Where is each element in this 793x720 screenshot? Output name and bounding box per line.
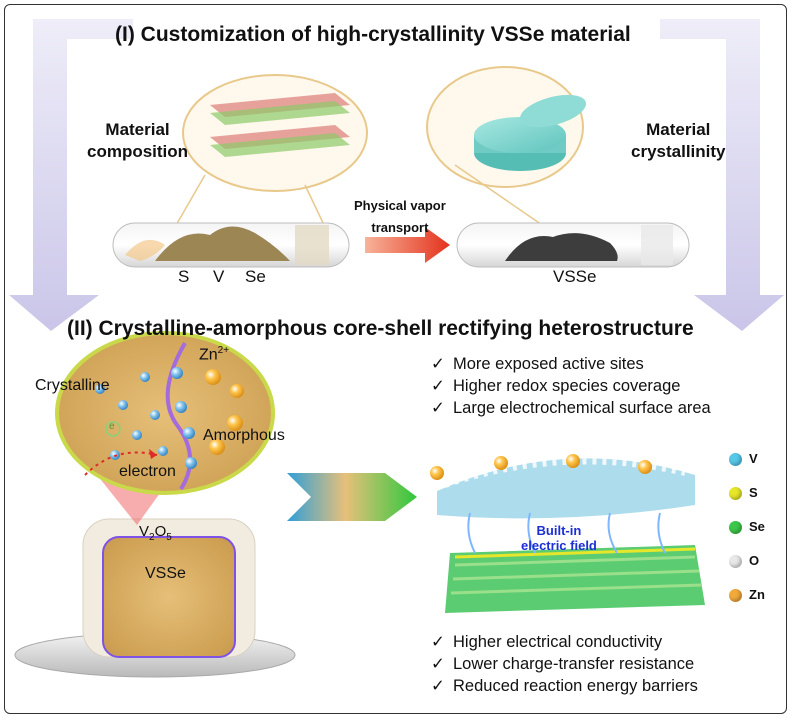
layered-crystal-structure (210, 93, 350, 157)
check-text: More exposed active sites (453, 355, 644, 373)
field-line1: Built-in (536, 523, 582, 538)
left-flow-arrow (9, 19, 133, 331)
check-text: Reduced reaction energy barriers (453, 677, 698, 695)
check-text: Higher redox species coverage (453, 377, 681, 395)
check-text: Large electrochemical surface area (453, 399, 711, 417)
legend-label-o: O (749, 553, 760, 568)
core-block (102, 536, 236, 658)
check-icon: ✓ (431, 633, 445, 651)
se-atom-icon (729, 521, 742, 534)
o-atom-icon (729, 555, 742, 568)
right-label-line2: crystallinity (631, 142, 726, 161)
figure-frame: (I) Customization of high-crystallinity … (4, 4, 787, 714)
check-text: Lower charge-transfer resistance (453, 655, 695, 673)
check-icon: ✓ (431, 355, 445, 373)
tube-label-se: Se (245, 267, 266, 286)
material-crystallinity-label: Material crystallinity (631, 119, 726, 163)
tube-label-v: V (213, 267, 225, 286)
left-label-line2: composition (87, 142, 189, 161)
surface-zn (430, 454, 652, 480)
zn-atom-icon (729, 589, 742, 602)
built-in-field-label: Built-in electric field (521, 523, 597, 553)
tube-label-s: S (178, 267, 190, 286)
amorphous-layer (437, 458, 695, 519)
v2o5-v: V (139, 523, 150, 540)
right-flow-arrow (660, 19, 784, 331)
top-checklist: ✓ More exposed active sites ✓ Higher redox… (431, 353, 711, 419)
zn-ion-label: Zn2+ (199, 345, 229, 364)
tube-label-vsse: VSSe (553, 267, 597, 286)
product-tube (456, 222, 690, 268)
reactant-tube (112, 222, 350, 268)
electron-symbol: e (109, 421, 115, 432)
electron-label: electron (119, 463, 176, 480)
check-icon: ✓ (431, 677, 445, 695)
field-lines (467, 512, 666, 554)
transition-arrow (287, 473, 417, 521)
check-item: ✓ More exposed active sites (431, 353, 711, 375)
amorphous-label: Amorphous (203, 427, 285, 444)
zn-ions (205, 369, 244, 455)
v2o5-sub1: 2 (149, 532, 155, 543)
check-icon: ✓ (431, 377, 445, 395)
electron-path (84, 451, 158, 476)
right-label-line1: Material (646, 120, 711, 139)
legend-label-se: Se (749, 519, 765, 534)
check-item: ✓ Reduced reaction energy barriers (431, 675, 698, 697)
check-item: ✓ Large electrochemical surface area (431, 397, 711, 419)
left-label-line1: Material (105, 120, 170, 139)
tablet-crystals (474, 94, 587, 171)
s-atom-icon (729, 487, 742, 500)
check-icon: ✓ (431, 399, 445, 417)
check-item: ✓ Lower charge-transfer resistance (431, 653, 698, 675)
crystalline-label: Crystalline (35, 377, 110, 394)
crystalline-atoms (95, 367, 197, 469)
transport-arrow (365, 227, 450, 263)
v2o5-o: O (154, 523, 167, 540)
figure-graphics (9, 19, 784, 678)
vsse-core-label: VSSe (145, 565, 186, 582)
material-composition-label: Material composition (87, 119, 188, 163)
check-icon: ✓ (431, 655, 445, 673)
v-atom-icon (729, 453, 742, 466)
legend-label-zn: Zn (749, 587, 765, 602)
pvt-label-line2: transport (371, 220, 429, 235)
check-text: Higher electrical conductivity (453, 633, 663, 651)
bottom-checklist: ✓ Higher electrical conductivity ✓ Lower c… (431, 631, 698, 697)
check-item: ✓ Higher redox species coverage (431, 375, 711, 397)
legend-label-s: S (749, 485, 758, 500)
pvt-label: Physical vapor transport (354, 195, 446, 239)
section-2-title: (II) Crystalline-amorphous core-shell re… (67, 317, 694, 340)
legend-label-v: V (749, 451, 758, 466)
pvt-label-line1: Physical vapor (354, 198, 446, 213)
zn-charge: 2+ (217, 345, 230, 356)
zn-text: Zn (199, 346, 218, 364)
v2o5-shell-label: V2O5 (139, 523, 172, 543)
check-item: ✓ Higher electrical conductivity (431, 631, 698, 653)
v2o5-sub2: 5 (166, 532, 172, 543)
section-1-title: (I) Customization of high-crystallinity … (115, 23, 631, 46)
crystalline-layer (445, 545, 705, 613)
field-line2: electric field (521, 538, 597, 553)
